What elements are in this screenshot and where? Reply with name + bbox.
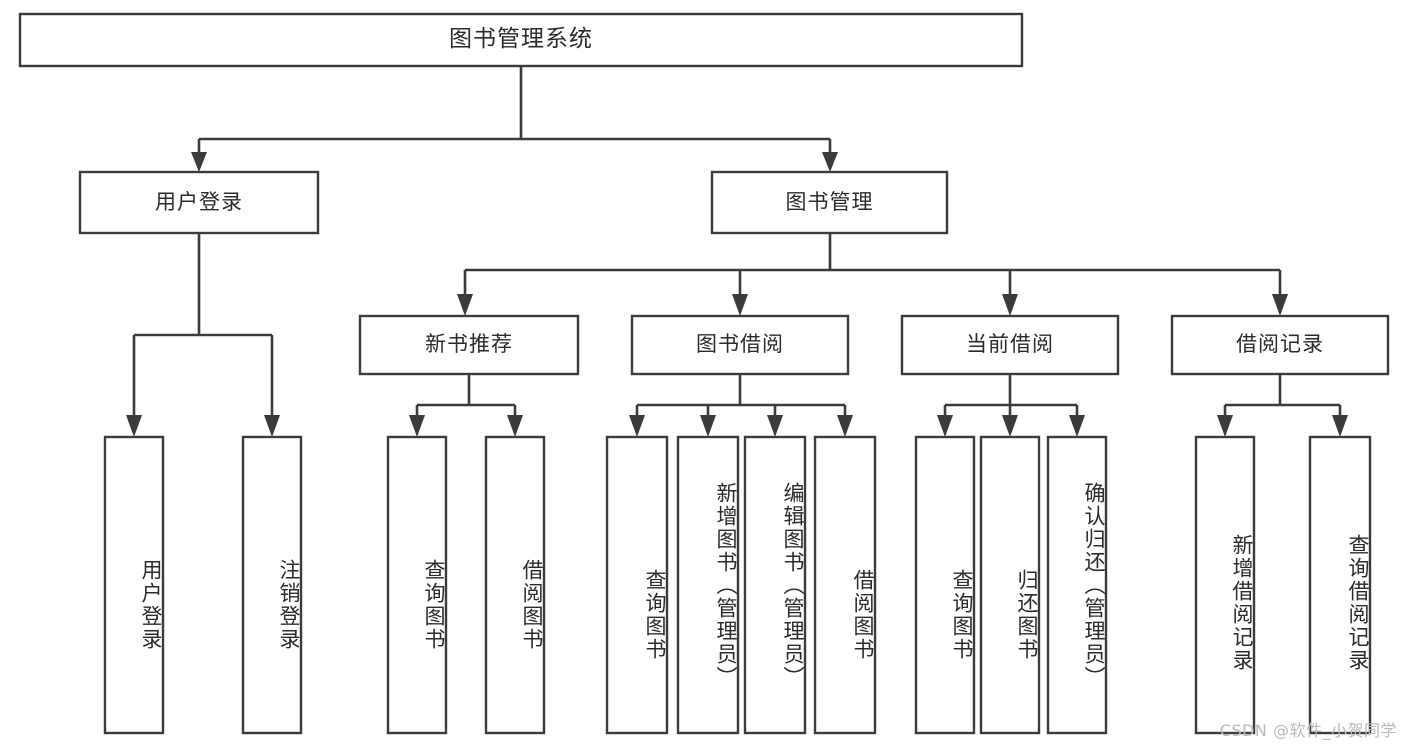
node-box-leaf-return-book[interactable] xyxy=(979,435,1041,735)
node-box-leaf-add-book-admin[interactable] xyxy=(676,435,740,735)
node-box-book-management[interactable] xyxy=(710,170,949,235)
node-box-leaf-borrow-book-b[interactable] xyxy=(813,435,877,735)
node-box-leaf-query-book-a[interactable] xyxy=(386,435,448,735)
arrow-head-leaf-add-borrow-record xyxy=(1217,415,1233,437)
arrow-head-borrow-records xyxy=(1272,294,1288,316)
arrow-head-leaf-user-login-1 xyxy=(126,415,142,437)
node-box-root[interactable] xyxy=(18,12,1024,68)
arrow-head-leaf-query-book-a xyxy=(409,415,425,437)
node-box-new-book-recommend[interactable] xyxy=(358,314,580,376)
arrow-head-leaf-confirm-return-admin xyxy=(1069,415,1085,437)
arrow-head-new-book-recommend xyxy=(457,294,473,316)
arrow-head-current-borrow xyxy=(1002,294,1018,316)
node-box-leaf-confirm-return-admin[interactable] xyxy=(1046,435,1108,735)
arrow-head-leaf-add-book-admin xyxy=(700,415,716,437)
arrow-head-book-management xyxy=(822,152,838,172)
node-box-leaf-query-book-c[interactable] xyxy=(914,435,976,735)
node-box-book-borrow[interactable] xyxy=(630,314,850,376)
arrow-head-book-borrow xyxy=(732,294,748,316)
arrow-head-leaf-query-book-c xyxy=(937,415,953,437)
arrow-head-leaf-borrow-book-a xyxy=(507,415,523,437)
node-box-leaf-edit-book-admin[interactable] xyxy=(743,435,807,735)
arrow-head-leaf-query-book-b xyxy=(629,415,645,437)
arrow-head-leaf-edit-book-admin xyxy=(767,415,783,437)
node-box-user-login[interactable] xyxy=(78,170,320,235)
node-box-leaf-add-borrow-record[interactable] xyxy=(1194,435,1256,735)
node-box-leaf-query-borrow-record[interactable] xyxy=(1308,435,1372,735)
arrow-head-leaf-borrow-book-b xyxy=(837,415,853,437)
node-box-leaf-query-book-b[interactable] xyxy=(605,435,669,735)
arrow-head-leaf-return-book xyxy=(1002,415,1018,437)
node-box-leaf-logout[interactable] xyxy=(241,435,303,735)
arrow-head-user-login xyxy=(191,152,207,172)
node-box-borrow-records[interactable] xyxy=(1170,314,1390,376)
arrow-head-leaf-query-borrow-record xyxy=(1332,415,1348,437)
arrow-head-leaf-logout xyxy=(264,415,280,437)
node-box-leaf-user-login-1[interactable] xyxy=(103,435,165,735)
node-box-current-borrow[interactable] xyxy=(900,314,1120,376)
node-box-leaf-borrow-book-a[interactable] xyxy=(484,435,546,735)
